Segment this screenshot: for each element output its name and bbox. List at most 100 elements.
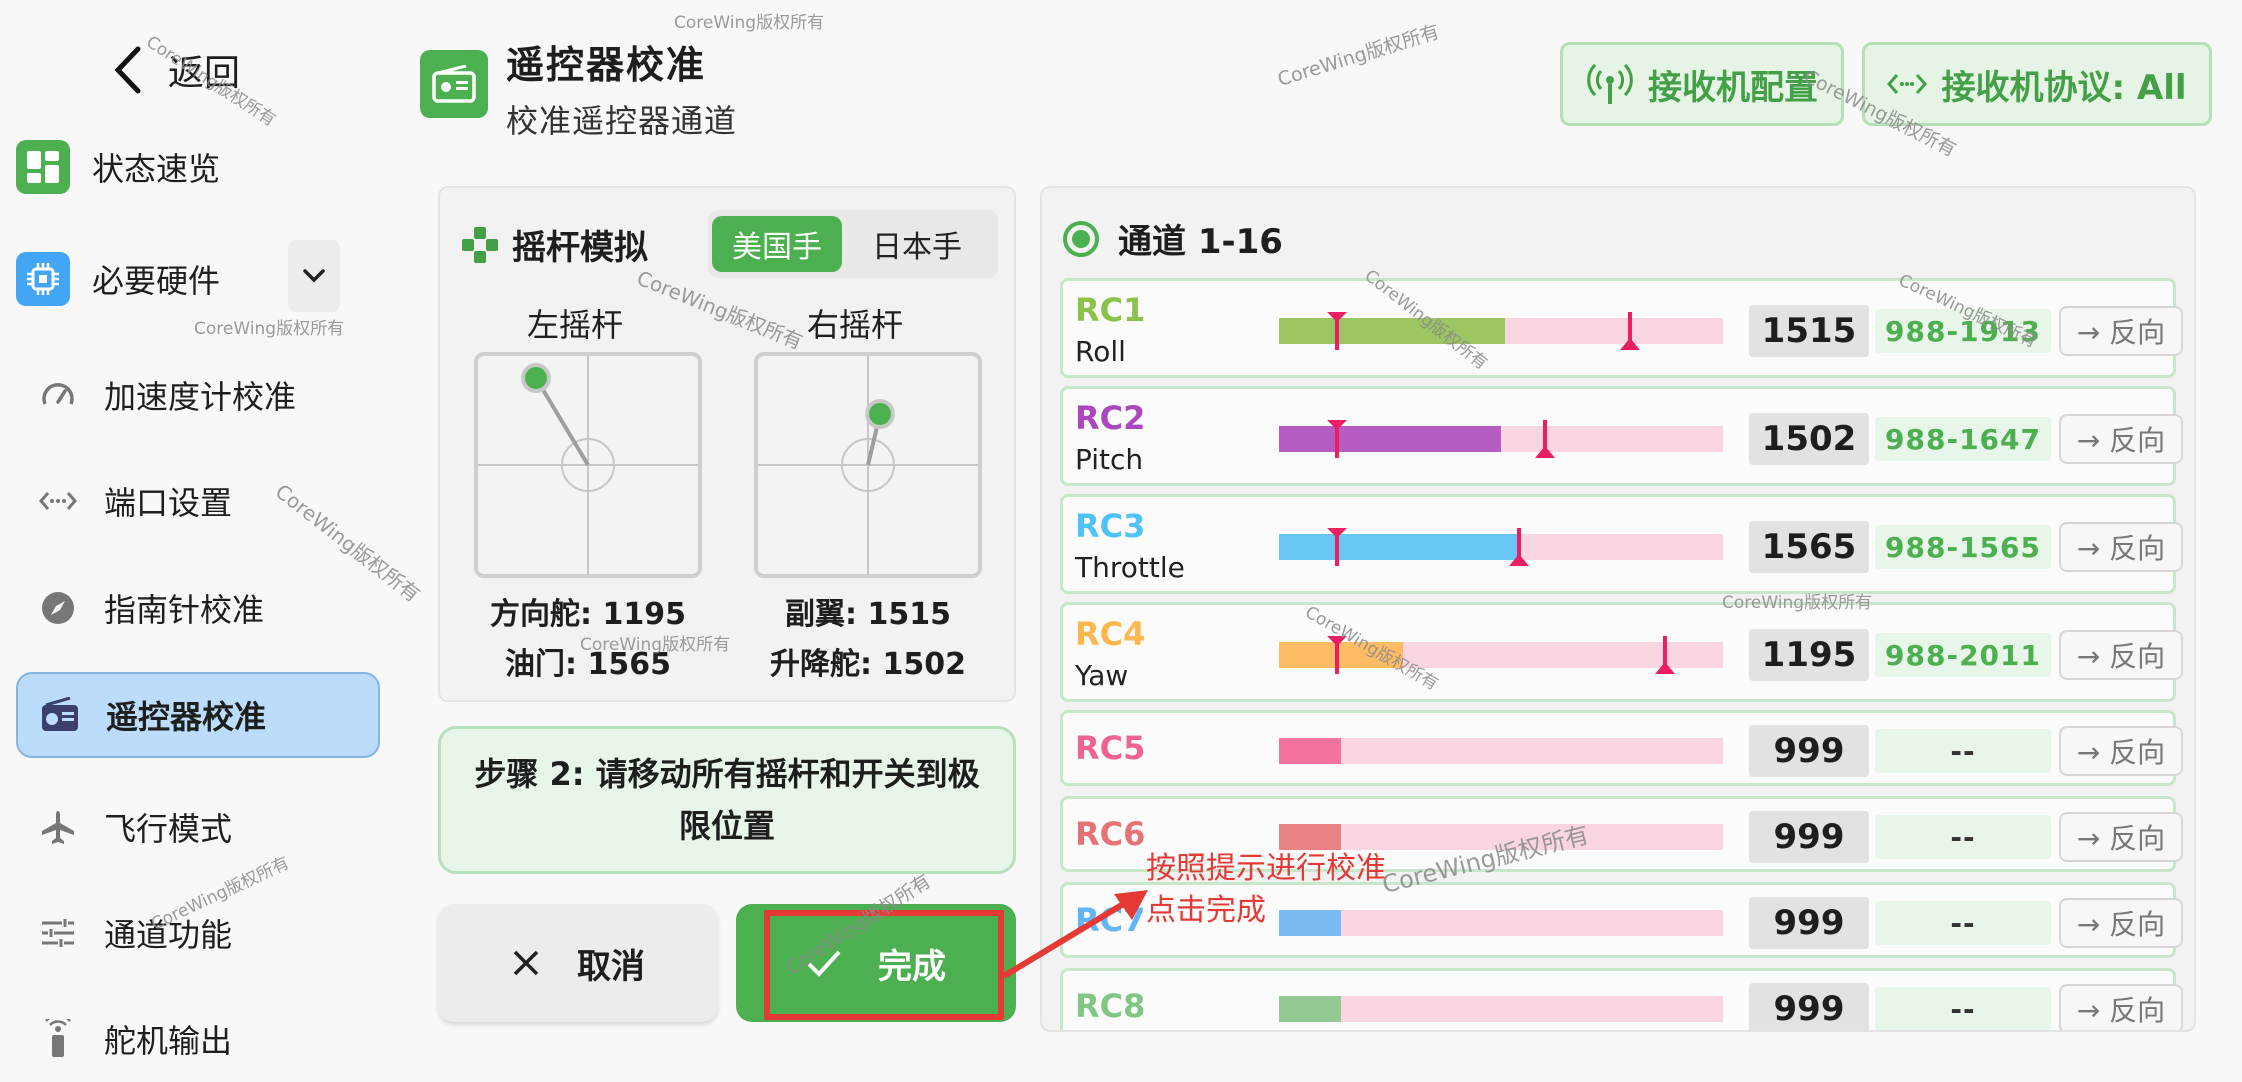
annotation-arrow	[1002, 890, 1148, 979]
channel-value: 1195	[1749, 629, 1869, 681]
channel-min-marker	[1327, 528, 1347, 566]
channel-max-marker	[1535, 420, 1555, 458]
sidebar-item-compass[interactable]: 指南针校准	[16, 565, 380, 651]
channel-function: Pitch	[1075, 443, 1144, 476]
channel-reverse-button[interactable]: → 反向	[2059, 898, 2183, 948]
channel-reverse-button[interactable]: → 反向	[2059, 306, 2183, 356]
annotation-line-2: 点击完成	[1146, 893, 1266, 928]
channel-function: Roll	[1075, 335, 1126, 368]
channel-bar-fill	[1279, 824, 1341, 850]
channel-row: RC6 999--→ 反向	[1060, 796, 2183, 872]
channel-range: --	[1875, 815, 2051, 859]
radio-icon	[420, 50, 488, 118]
expand-hardware-button[interactable]	[288, 240, 340, 312]
antenna-icon	[1587, 63, 1633, 104]
done-highlight-box	[764, 910, 1004, 1020]
dashboard-icon	[16, 140, 70, 194]
channel-name: RC5	[1075, 729, 1146, 767]
airplane-icon	[36, 805, 80, 849]
channel-range: 988-1565	[1875, 525, 2051, 569]
sidebar-item-hardware[interactable]: 必要硬件	[16, 236, 380, 322]
sidebar-item-servo-output[interactable]: 舵机输出	[16, 996, 380, 1082]
sidebar-item-flight-modes[interactable]: 飞行模式	[16, 784, 380, 870]
right-stick-pad[interactable]	[754, 352, 982, 578]
channel-bar-fill	[1279, 642, 1403, 668]
channel-function: Yaw	[1075, 659, 1129, 692]
radio-icon	[38, 693, 82, 737]
channel-name: RC8	[1075, 987, 1146, 1025]
sidebar-item-channel-functions[interactable]: 通道功能	[16, 890, 380, 976]
receiver-protocol-button[interactable]: 接收机协议: All	[1862, 42, 2212, 126]
channel-bar-fill	[1279, 910, 1341, 936]
chip-icon	[16, 252, 70, 306]
receiver-config-button[interactable]: 接收机配置	[1560, 42, 1844, 126]
back-button[interactable]: 返回	[110, 40, 240, 100]
channel-range: --	[1875, 729, 2051, 773]
sidebar-item-label: 必要硬件	[92, 262, 221, 300]
channel-bar-fill	[1279, 318, 1505, 344]
done-button[interactable]: 完成	[736, 904, 1016, 1022]
channel-range: 988-1647	[1875, 417, 2051, 461]
channel-reverse-button[interactable]: → 反向	[2059, 630, 2183, 680]
back-label: 返回	[168, 53, 241, 94]
channel-function: Throttle	[1075, 551, 1185, 584]
gamepad-icon	[462, 226, 498, 263]
sidebar-item-status[interactable]: 状态速览	[16, 124, 380, 210]
sidebar-item-label: 指南针校准	[104, 591, 265, 629]
sidebar-item-ports[interactable]: 端口设置	[16, 458, 380, 544]
channel-reverse-button[interactable]: → 反向	[2059, 726, 2183, 776]
sidebar-item-rc-calibration[interactable]: 遥控器校准	[16, 672, 380, 758]
sidebar: 返回 状态速览 必要硬件 加速度计校准 端口设	[0, 0, 400, 1082]
sidebar-item-label: 舵机输出	[104, 1022, 233, 1060]
channel-bar	[1279, 528, 1723, 566]
cancel-button[interactable]: 取消	[438, 904, 718, 1022]
channels-title-text: 通道 1-16	[1118, 222, 1283, 262]
channel-reverse-button[interactable]: → 反向	[2059, 522, 2183, 572]
channel-value: 999	[1749, 897, 1869, 949]
sidebar-item-label: 通道功能	[104, 916, 233, 954]
compass-icon	[36, 586, 80, 630]
channel-value: 999	[1749, 811, 1869, 863]
mode-japan-button[interactable]: 日本手	[872, 230, 962, 265]
channel-max-marker	[1620, 312, 1640, 350]
left-stick-pad[interactable]	[474, 352, 702, 578]
gauge-icon	[36, 373, 80, 417]
stick-simulation-panel: 摇杆模拟 美国手 日本手 左摇杆 右摇杆	[438, 186, 1016, 702]
servo-icon	[36, 1017, 80, 1061]
channel-bar	[1279, 636, 1723, 674]
right-stick-value-1: 副翼: 1515	[785, 597, 951, 632]
channel-range: --	[1875, 987, 2051, 1030]
channel-reverse-button[interactable]: → 反向	[2059, 984, 2183, 1030]
channel-row: RC8 999--→ 反向	[1060, 968, 2183, 1030]
mode-usa-button[interactable]: 美国手	[712, 216, 842, 272]
channel-value: 999	[1749, 983, 1869, 1030]
channel-range: 988-2011	[1875, 633, 2051, 677]
right-stick-knob	[865, 399, 895, 429]
channel-reverse-button[interactable]: → 反向	[2059, 812, 2183, 862]
close-icon	[513, 950, 539, 976]
channel-reverse-button[interactable]: → 反向	[2059, 414, 2183, 464]
channel-bar	[1279, 824, 1723, 850]
sidebar-item-accel[interactable]: 加速度计校准	[16, 352, 380, 438]
receiver-protocol-label: 接收机协议: All	[1941, 67, 2187, 108]
calibration-step-message: 步骤 2: 请移动所有摇杆和开关到极限位置	[438, 726, 1016, 874]
channel-name: RC2	[1075, 399, 1146, 437]
channel-max-marker	[1509, 528, 1529, 566]
channel-value: 1502	[1749, 413, 1869, 465]
sliders-icon	[36, 911, 80, 955]
channel-name: RC6	[1075, 815, 1146, 853]
right-stick-label: 右摇杆	[806, 306, 903, 344]
channel-min-marker	[1327, 420, 1347, 458]
channel-range: 988-1913	[1875, 309, 2051, 353]
channel-bar	[1279, 910, 1723, 936]
channel-bar	[1279, 420, 1723, 458]
annotation-line-1: 按照提示进行校准	[1146, 851, 1386, 886]
watermark: CoreWing版权所有	[674, 13, 825, 33]
